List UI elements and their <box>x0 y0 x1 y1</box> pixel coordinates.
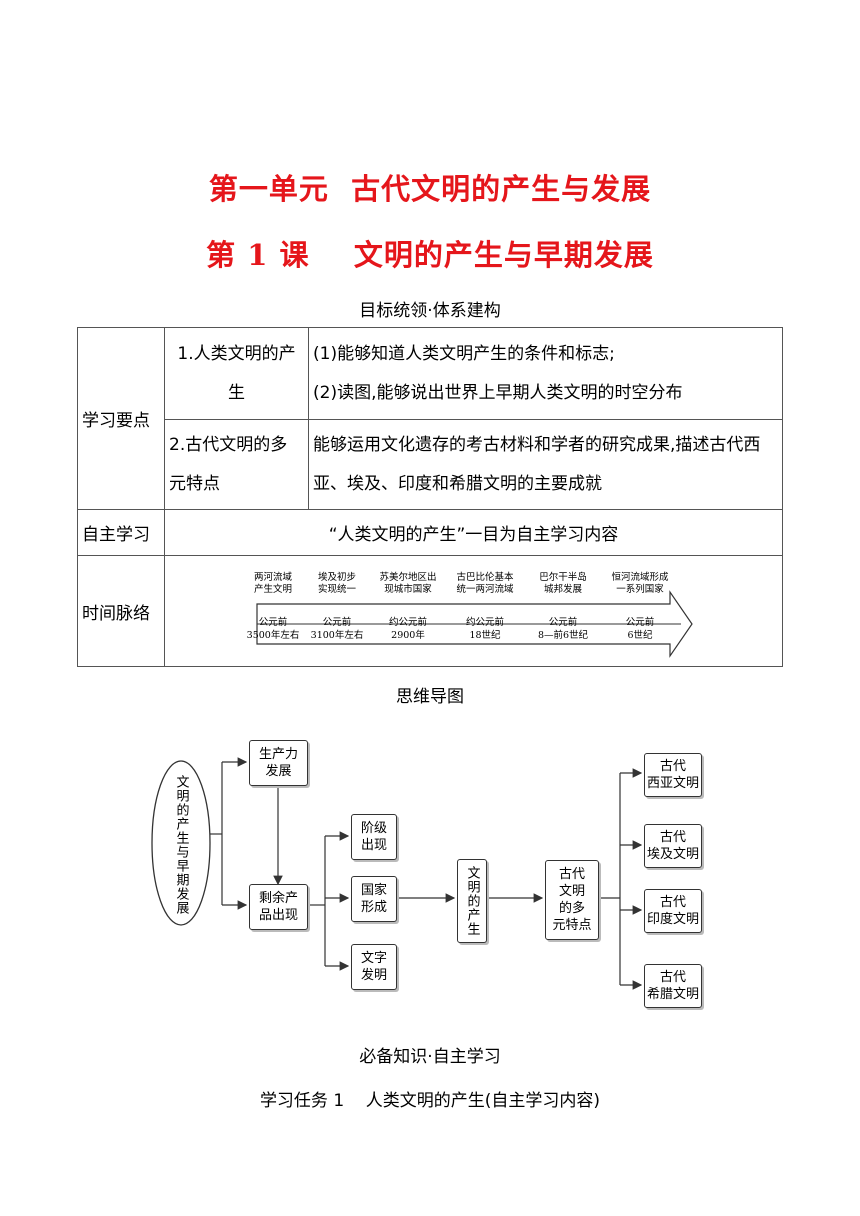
lesson-title: 第 1 课 文明的产生与早期发展 <box>0 232 860 274</box>
table-row-head-self-study: 自主学习 <box>77 509 165 556</box>
point2-desc: 能够运用文化遗存的考古材料和学者的研究成果,描述古代西亚、埃及、印度和希腊文明的… <box>308 419 783 510</box>
point1-name: 1.人类文明的产生 <box>164 327 309 420</box>
node-diverse: 古代 文明 的多 元特点 <box>545 860 599 940</box>
node-india: 古代 印度文明 <box>644 889 702 933</box>
mindmap-root: 文明的产生与早期发展 <box>173 775 189 915</box>
node-class: 阶级 出现 <box>351 814 397 860</box>
timeline-event: 巴尔干半岛 城邦发展 <box>539 572 587 595</box>
lesson-suffix: 课 文明的产生与早期发展 <box>268 238 654 272</box>
timeline-time: 约公元前 18世纪 <box>465 617 504 641</box>
point1-desc: (1)能够知道人类文明产生的条件和标志; (2)读图,能够说出世界上早期人类文明… <box>308 327 783 420</box>
timeline-cell: 两河流域 产生文明公元前 3500年左右埃及初步 实现统一公元前 3100年左右… <box>164 555 783 667</box>
section-mindmap-heading: 思维导图 <box>396 687 464 707</box>
unit-title: 第一单元 古代文明的产生与发展 <box>208 172 652 206</box>
node-productivity: 生产力 发展 <box>249 740 308 786</box>
table-row-head-points: 学习要点 <box>77 327 165 510</box>
node-surplus: 剩余产 品出现 <box>249 884 308 930</box>
section-knowledge-heading: 必备知识·自主学习 <box>359 1047 501 1067</box>
node-west-asia: 古代 西亚文明 <box>644 753 702 797</box>
lesson-number: 1 <box>247 238 269 272</box>
timeline-time: 约公元前 2900年 <box>388 617 427 641</box>
timeline-event: 两河流域 产生文明 <box>253 572 292 595</box>
node-egypt: 古代 埃及文明 <box>644 824 702 868</box>
point2-name: 2.古代文明的多元特点 <box>164 419 309 510</box>
lesson-prefix: 第 <box>206 238 248 272</box>
task1-heading: 学习任务 1 人类文明的产生(自主学习内容) <box>259 1091 601 1111</box>
timeline-time: 公元前 6世纪 <box>625 617 655 641</box>
timeline-time: 公元前 3500年左右 <box>246 617 300 641</box>
root-ellipse <box>151 760 211 926</box>
node-greece: 古代 希腊文明 <box>644 964 702 1008</box>
section-goals-heading: 目标统领·体系建构 <box>359 301 501 321</box>
goals-table: 学习要点 1.人类文明的产生 (1)能够知道人类文明产生的条件和标志; (2)读… <box>77 327 783 667</box>
point1-desc-line1: (1)能够知道人类文明产生的条件和标志; <box>313 343 615 364</box>
timeline-time: 公元前 3100年左右 <box>310 617 364 641</box>
timeline-event: 苏美尔地区出 现城市国家 <box>379 572 437 595</box>
table-row-head-timeline: 时间脉络 <box>77 555 165 667</box>
timeline-time: 公元前 8—前6世纪 <box>537 617 589 641</box>
timeline-event: 恒河流域形成 一系列国家 <box>611 572 669 595</box>
timeline-event: 古巴比伦基本 统一两河流域 <box>456 572 514 595</box>
node-state: 国家 形成 <box>351 876 397 922</box>
node-civ: 文明的产生 <box>457 859 487 943</box>
timeline-arrow <box>256 590 693 658</box>
self-study-desc: “人类文明的产生”一目为自主学习内容 <box>164 509 783 556</box>
point1-desc-line2: (2)读图,能够说出世界上早期人类文明的时空分布 <box>313 382 683 403</box>
node-writing: 文字 发明 <box>351 944 397 990</box>
timeline-event: 埃及初步 实现统一 <box>317 572 356 595</box>
